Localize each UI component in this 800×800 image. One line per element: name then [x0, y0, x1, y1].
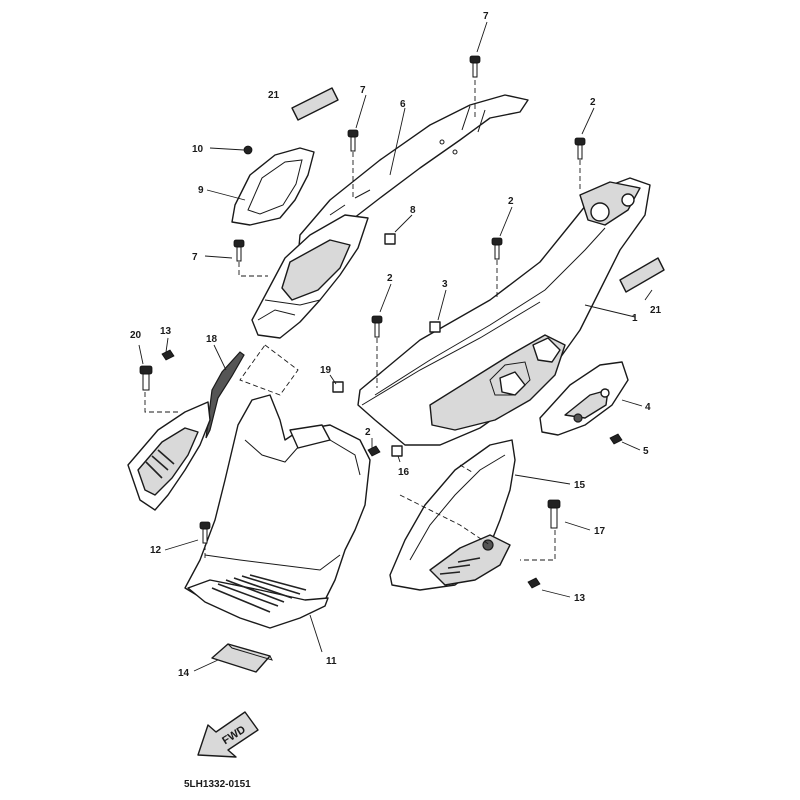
callout-4: 4 — [645, 402, 651, 413]
upper-front-panel — [251, 214, 369, 339]
assembly-lines — [144, 80, 581, 561]
callout-2: 2 — [365, 427, 371, 438]
callout-14: 14 — [178, 668, 190, 679]
callout-20: 20 — [130, 330, 142, 341]
callout-3: 3 — [442, 279, 448, 290]
callout-16: 16 — [398, 467, 410, 478]
callout-17: 17 — [594, 526, 606, 537]
callout-7: 7 — [360, 85, 366, 96]
callout-9: 9 — [198, 185, 204, 196]
part-14-pad — [211, 643, 273, 673]
fasteners — [139, 55, 623, 589]
part-11-leg-shield — [184, 394, 371, 629]
callout-2: 2 — [387, 273, 393, 284]
leader-lines — [138, 21, 653, 672]
part-9-grab-handle — [231, 147, 315, 226]
callout-7: 7 — [483, 11, 489, 22]
part-21-decals — [291, 87, 665, 293]
callout-13: 13 — [574, 593, 586, 604]
callout-5: 5 — [643, 446, 649, 457]
callout-10: 10 — [192, 144, 204, 155]
callout-8: 8 — [410, 205, 416, 216]
callout-19: 19 — [320, 365, 332, 376]
part-18-strip — [205, 351, 245, 439]
fwd-direction-arrow: FWD — [197, 711, 259, 758]
callout-11: 11 — [326, 656, 337, 667]
callout-12: 12 — [150, 545, 162, 556]
callout-1: 1 — [632, 313, 638, 324]
callout-2: 2 — [590, 97, 596, 108]
callout-21: 21 — [268, 90, 280, 101]
part-4-lid — [539, 361, 629, 436]
callout-7: 7 — [192, 252, 198, 263]
part-15-footboard-side — [389, 439, 516, 591]
left-footrest-panel — [127, 401, 211, 511]
callout-21: 21 — [650, 305, 662, 316]
callout-labels: 7 7 6 21 2 10 9 2 8 7 2 3 21 1 20 13 18 … — [130, 11, 662, 679]
figure-code: 5LH1332-0151 — [184, 779, 251, 790]
callout-2: 2 — [508, 196, 514, 207]
callout-15: 15 — [574, 480, 586, 491]
part-1-side-cover — [357, 177, 651, 446]
callout-18: 18 — [206, 334, 218, 345]
callout-6: 6 — [400, 99, 406, 110]
callout-13: 13 — [160, 326, 172, 337]
